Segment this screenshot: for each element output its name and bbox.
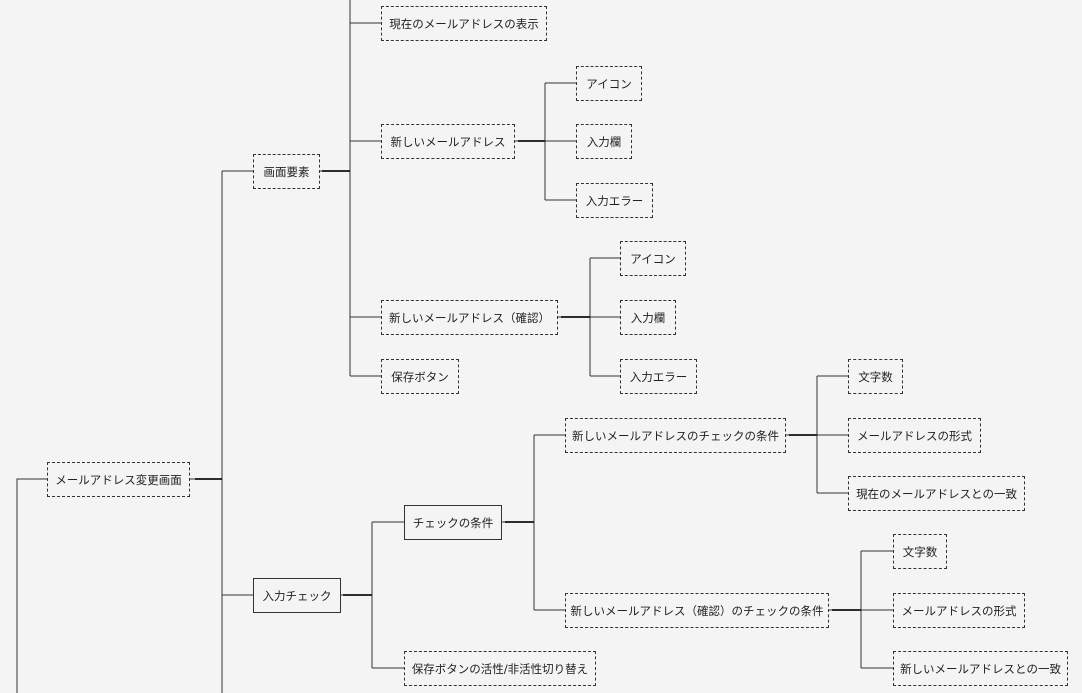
node-root[interactable]: メールアドレス変更画面 xyxy=(47,462,190,497)
node-screen-elements[interactable]: 画面要素 xyxy=(253,154,320,189)
node-cond1-format[interactable]: メールアドレスの形式 xyxy=(848,418,981,453)
node-cond1-match-current[interactable]: 現在のメールアドレスとの一致 xyxy=(848,476,1025,511)
node-confirm-error[interactable]: 入力エラー xyxy=(620,359,697,394)
node-new-email[interactable]: 新しいメールアドレス xyxy=(381,124,515,159)
node-confirm-input[interactable]: 入力欄 xyxy=(620,300,676,335)
node-input-check[interactable]: 入力チェック xyxy=(253,578,341,613)
node-save-button[interactable]: 保存ボタン xyxy=(381,359,459,394)
node-check-conditions[interactable]: チェックの条件 xyxy=(404,505,502,540)
node-new-email-error[interactable]: 入力エラー xyxy=(576,183,653,218)
node-current-email-display[interactable]: 現在のメールアドレスの表示 xyxy=(381,6,547,41)
node-cond2-format[interactable]: メールアドレスの形式 xyxy=(893,593,1025,628)
node-new-email-confirm[interactable]: 新しいメールアドレス（確認） xyxy=(381,300,558,335)
node-confirm-icon[interactable]: アイコン xyxy=(620,241,686,276)
node-new-email-check-conditions[interactable]: 新しいメールアドレスのチェックの条件 xyxy=(565,418,786,453)
node-cond1-char-count[interactable]: 文字数 xyxy=(848,359,903,394)
node-confirm-check-conditions[interactable]: 新しいメールアドレス（確認）のチェックの条件 xyxy=(565,593,829,628)
node-new-email-icon[interactable]: アイコン xyxy=(576,66,642,101)
node-cond2-match-new[interactable]: 新しいメールアドレスとの一致 xyxy=(893,651,1068,686)
connector-root-in xyxy=(16,478,47,693)
node-cond2-char-count[interactable]: 文字数 xyxy=(893,534,947,569)
node-new-email-input[interactable]: 入力欄 xyxy=(576,124,632,159)
node-save-button-toggle[interactable]: 保存ボタンの活性/非活性切り替え xyxy=(404,651,596,686)
